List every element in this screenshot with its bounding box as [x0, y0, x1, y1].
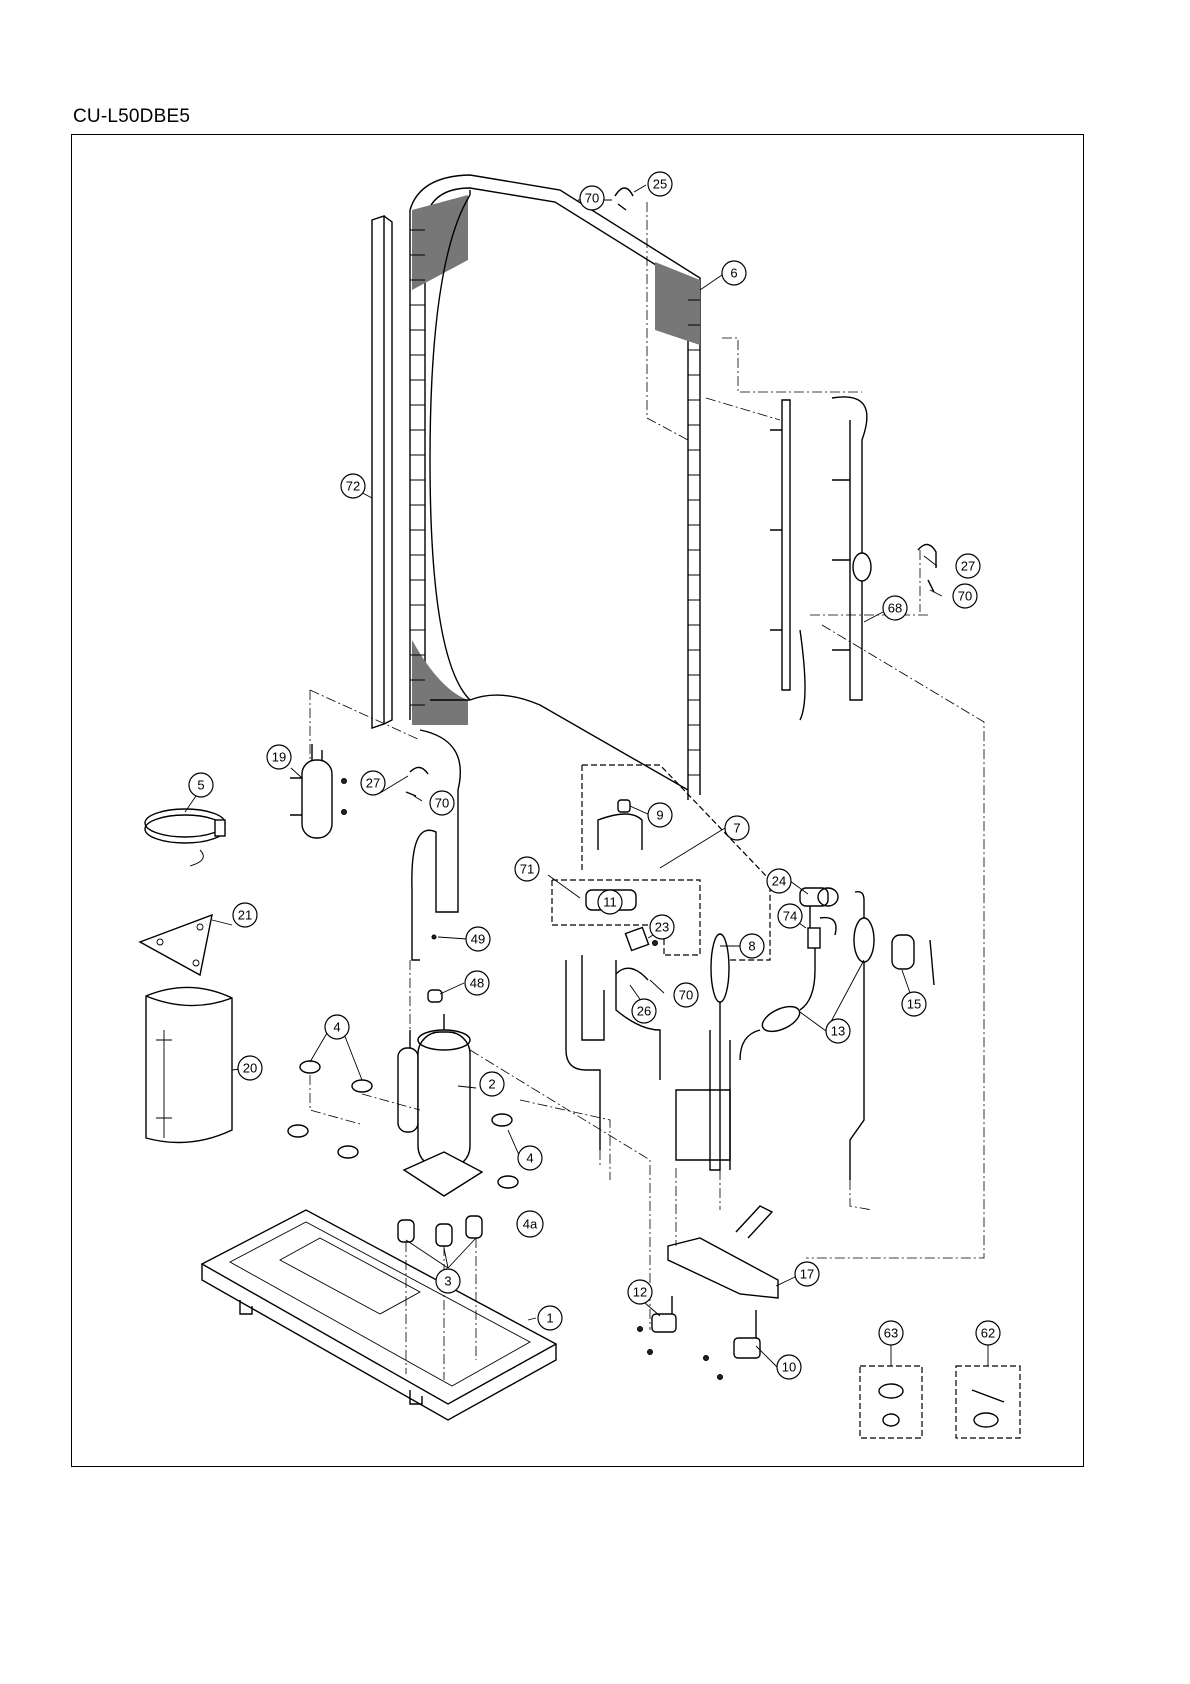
svg-text:49: 49 — [471, 932, 485, 947]
callout-70d: 70 — [674, 983, 698, 1007]
svg-text:4a: 4a — [523, 1217, 538, 1232]
svg-text:12: 12 — [633, 1285, 647, 1300]
bracket-plate — [140, 915, 212, 975]
band — [145, 809, 225, 866]
callout-3: 3 — [436, 1269, 460, 1293]
callout-4b: 4 — [518, 1146, 542, 1170]
svg-text:27: 27 — [961, 559, 975, 574]
svg-text:20: 20 — [243, 1061, 257, 1076]
callout-9: 9 — [648, 803, 672, 827]
callout-21: 21 — [233, 903, 257, 927]
svg-text:72: 72 — [346, 479, 360, 494]
callout-1: 1 — [538, 1306, 562, 1330]
svg-text:10: 10 — [782, 1360, 796, 1375]
svg-text:48: 48 — [470, 976, 484, 991]
callout-63: 63 — [879, 1321, 903, 1345]
svg-text:62: 62 — [981, 1326, 995, 1341]
svg-text:17: 17 — [800, 1267, 814, 1282]
svg-text:7: 7 — [733, 821, 740, 836]
callout-68: 68 — [883, 596, 907, 620]
callout-8: 8 — [740, 934, 764, 958]
accessory-kits — [860, 1366, 1020, 1438]
callout-17: 17 — [795, 1262, 819, 1286]
callout-62: 62 — [976, 1321, 1000, 1345]
callout-23: 23 — [650, 915, 674, 939]
callout-74: 74 — [778, 904, 802, 928]
svg-text:27: 27 — [366, 776, 380, 791]
svg-text:23: 23 — [655, 920, 669, 935]
svg-text:15: 15 — [907, 997, 921, 1012]
callout-2: 2 — [480, 1072, 504, 1096]
callout-4a: 4 — [325, 1015, 349, 1039]
assembly-lines — [310, 202, 984, 1380]
svg-text:70: 70 — [958, 589, 972, 604]
callout-5: 5 — [189, 773, 213, 797]
svg-text:63: 63 — [884, 1326, 898, 1341]
svg-text:2: 2 — [488, 1077, 495, 1092]
callout-12: 12 — [628, 1280, 652, 1304]
callout-70b: 70 — [953, 584, 977, 608]
svg-text:6: 6 — [730, 266, 737, 281]
svg-text:1: 1 — [546, 1311, 553, 1326]
capillary-strainer — [740, 892, 874, 1180]
svg-text:13: 13 — [831, 1024, 845, 1039]
sound-proof-cover — [146, 987, 232, 1142]
svg-text:4: 4 — [333, 1020, 340, 1035]
callout-20: 20 — [238, 1056, 262, 1080]
svg-text:74: 74 — [783, 909, 797, 924]
svg-text:71: 71 — [520, 862, 534, 877]
svg-text:26: 26 — [637, 1004, 651, 1019]
callout-15: 15 — [902, 992, 926, 1016]
grommets — [398, 1216, 482, 1246]
callout-72: 72 — [341, 474, 365, 498]
side-plate — [372, 216, 392, 728]
svg-text:70: 70 — [585, 191, 599, 206]
svg-text:70: 70 — [435, 796, 449, 811]
callout-10: 10 — [777, 1355, 801, 1379]
svg-text:8: 8 — [748, 939, 755, 954]
service-valves — [652, 1206, 778, 1358]
compressor — [398, 1014, 482, 1196]
svg-text:4: 4 — [526, 1151, 533, 1166]
svg-text:19: 19 — [272, 750, 286, 765]
callout-26: 26 — [632, 999, 656, 1023]
accumulator — [290, 744, 332, 838]
callout-7: 7 — [725, 816, 749, 840]
svg-text:9: 9 — [656, 808, 663, 823]
svg-text:21: 21 — [238, 908, 252, 923]
callout-27b: 27 — [956, 554, 980, 578]
svg-text:24: 24 — [772, 874, 786, 889]
svg-text:11: 11 — [603, 895, 617, 910]
callout-13: 13 — [826, 1019, 850, 1043]
svg-text:25: 25 — [653, 177, 667, 192]
callout-24: 24 — [767, 869, 791, 893]
svg-text:3: 3 — [444, 1274, 451, 1289]
callout-4c: 4a — [517, 1211, 543, 1237]
condenser-coil — [410, 175, 700, 800]
callout-49: 49 — [466, 927, 490, 951]
callout-6: 6 — [722, 261, 746, 285]
callout-71: 71 — [515, 857, 539, 881]
callout-19: 19 — [267, 745, 291, 769]
svg-text:68: 68 — [888, 601, 902, 616]
base-pan — [202, 1210, 556, 1420]
capacitor — [892, 935, 934, 985]
svg-text:5: 5 — [197, 778, 204, 793]
svg-text:70: 70 — [679, 988, 693, 1003]
callout-48: 48 — [465, 971, 489, 995]
callout-25: 25 — [648, 172, 672, 196]
callout-11: 11 — [598, 890, 622, 914]
pipe-assembly — [770, 397, 871, 720]
solenoid-coil — [800, 888, 838, 948]
callout-70c: 70 — [430, 791, 454, 815]
callout-27a: 27 — [361, 771, 385, 795]
callout-70a: 70 — [580, 186, 604, 210]
